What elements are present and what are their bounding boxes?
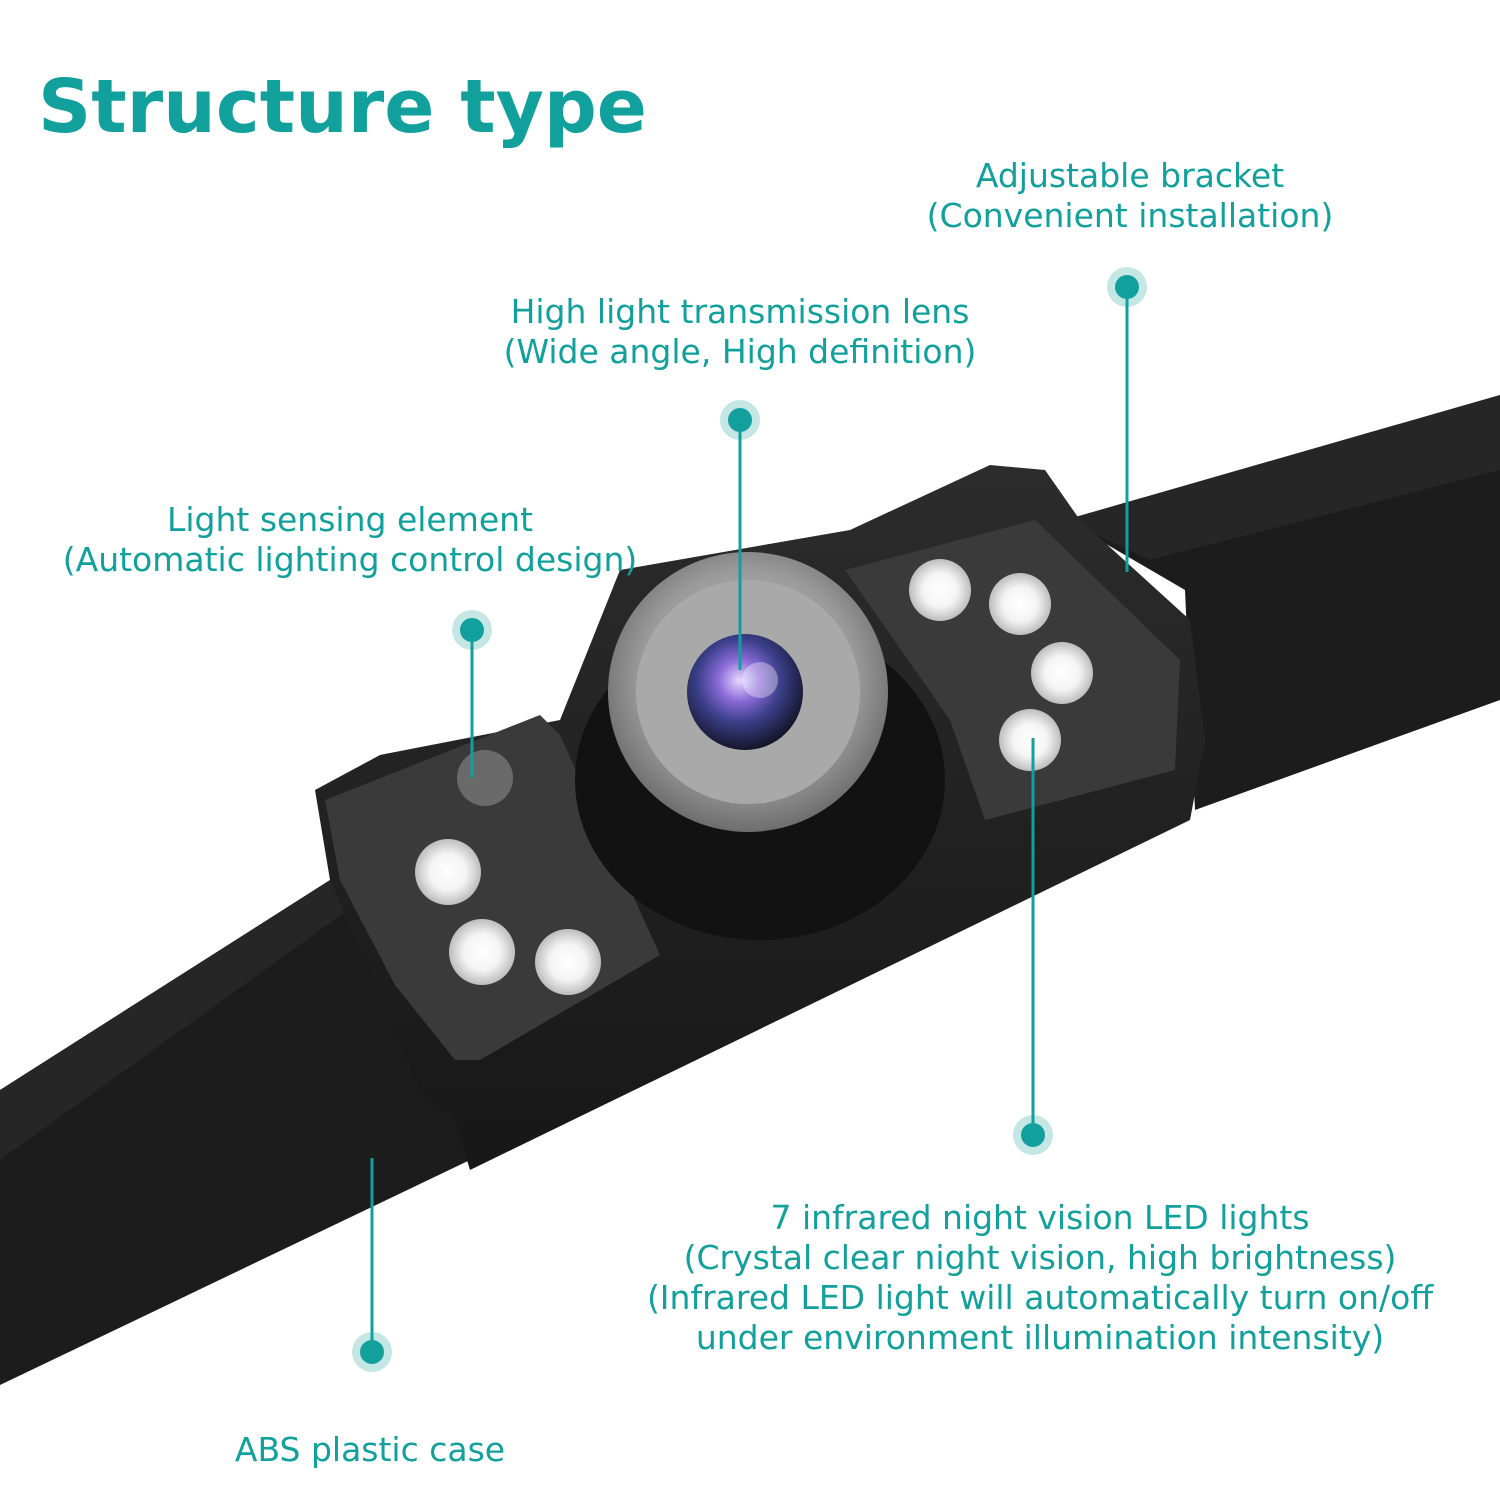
callout-abs-case: ABS plastic case [180, 1430, 560, 1470]
callout-light-sensor: Light sensing element (Automatic lightin… [20, 500, 680, 580]
callout-line: ABS plastic case [234, 1430, 506, 1469]
callout-dot-case [360, 1340, 384, 1364]
callout-line: under environment illumination intensity… [695, 1318, 1385, 1357]
left-strap [0, 880, 470, 1385]
callout-line: (Infrared LED light will automatically t… [646, 1278, 1434, 1317]
callout-line: Adjustable bracket [975, 156, 1285, 195]
callout-dot-led [1021, 1123, 1045, 1147]
callout-dot-lens [728, 408, 752, 432]
callout-dot-bracket [1115, 275, 1139, 299]
led-group-right [909, 559, 1093, 771]
callout-line: (Convenient installation) [926, 196, 1334, 235]
page-title: Structure type [38, 64, 647, 150]
callout-line: (Crystal clear night vision, high bright… [683, 1238, 1397, 1277]
callout-line: (Wide angle, High definition) [503, 332, 977, 371]
callout-led-lights: 7 infrared night vision LED lights (Crys… [590, 1198, 1490, 1358]
callout-line: High light transmission lens [510, 292, 970, 331]
callout-line: 7 infrared night vision LED lights [770, 1198, 1310, 1237]
callout-adjustable-bracket: Adjustable bracket (Convenient installat… [870, 156, 1390, 236]
callout-dot-sensor [460, 618, 484, 642]
led-group-left [415, 839, 601, 995]
callout-line: (Automatic lighting control design) [62, 540, 638, 579]
callout-lens: High light transmission lens (Wide angle… [440, 292, 1040, 372]
lens-glass [687, 634, 803, 750]
callout-line: Light sensing element [166, 500, 534, 539]
light-sensor [457, 750, 513, 806]
